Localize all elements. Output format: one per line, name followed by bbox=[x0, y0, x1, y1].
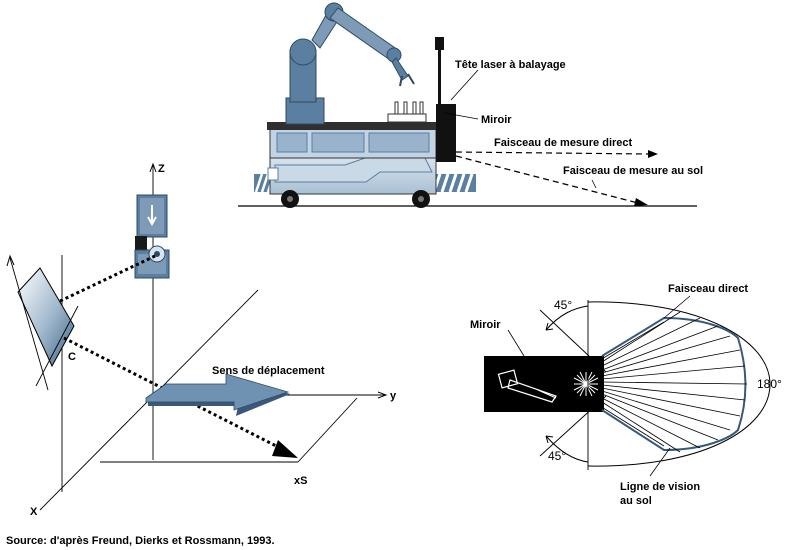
label-x: X bbox=[30, 506, 38, 518]
label-xs: xS bbox=[294, 475, 307, 487]
label-c: C bbox=[68, 351, 76, 363]
label-angle-bottom: 45° bbox=[548, 449, 566, 463]
label-direct-beam-scan: Faisceau direct bbox=[668, 283, 748, 295]
scan-fan-diagram: Miroir Faisceau direct 45° 45° 180° Lign… bbox=[470, 283, 782, 507]
axes-diagram: Z X y xS C bbox=[6, 162, 397, 518]
inclined-mirror bbox=[17, 267, 75, 368]
laser-origin-star bbox=[573, 371, 599, 397]
mirror-box bbox=[436, 104, 456, 162]
scan-head-box bbox=[435, 37, 444, 50]
outer-arc bbox=[587, 301, 771, 467]
label-ground-line-1: Ligne de vision bbox=[620, 481, 700, 493]
label-mirror-top: Miroir bbox=[481, 114, 512, 126]
source-caption: Source: d'après Freund, Dierks et Rossma… bbox=[6, 535, 275, 547]
label-z: Z bbox=[158, 163, 165, 175]
roof-fixture bbox=[387, 101, 427, 123]
ground-vision-line bbox=[601, 316, 747, 452]
label-ground-beam: Faisceau de mesure au sol bbox=[563, 165, 703, 177]
robot-vehicle: Tête laser à balayage Miroir Faisceau de… bbox=[238, 2, 703, 208]
measuring-head bbox=[134, 194, 170, 279]
scan-mast bbox=[438, 48, 441, 106]
label-angle-top: 45° bbox=[554, 298, 572, 312]
motion-arrow bbox=[145, 373, 290, 416]
label-motion: Sens de déplacement bbox=[212, 365, 325, 377]
label-direct-beam: Faisceau de mesure direct bbox=[494, 137, 633, 149]
label-scan-head: Tête laser à balayage bbox=[455, 59, 566, 71]
direct-beam-line bbox=[455, 151, 649, 155]
label-mirror-scan: Miroir bbox=[470, 319, 501, 331]
fan-rays bbox=[599, 311, 748, 453]
label-y: y bbox=[390, 390, 397, 402]
label-angle-full: 180° bbox=[757, 377, 782, 391]
label-ground-line-2: au sol bbox=[620, 495, 652, 507]
ground-beam-line bbox=[455, 155, 639, 204]
robot-arm bbox=[285, 2, 415, 125]
